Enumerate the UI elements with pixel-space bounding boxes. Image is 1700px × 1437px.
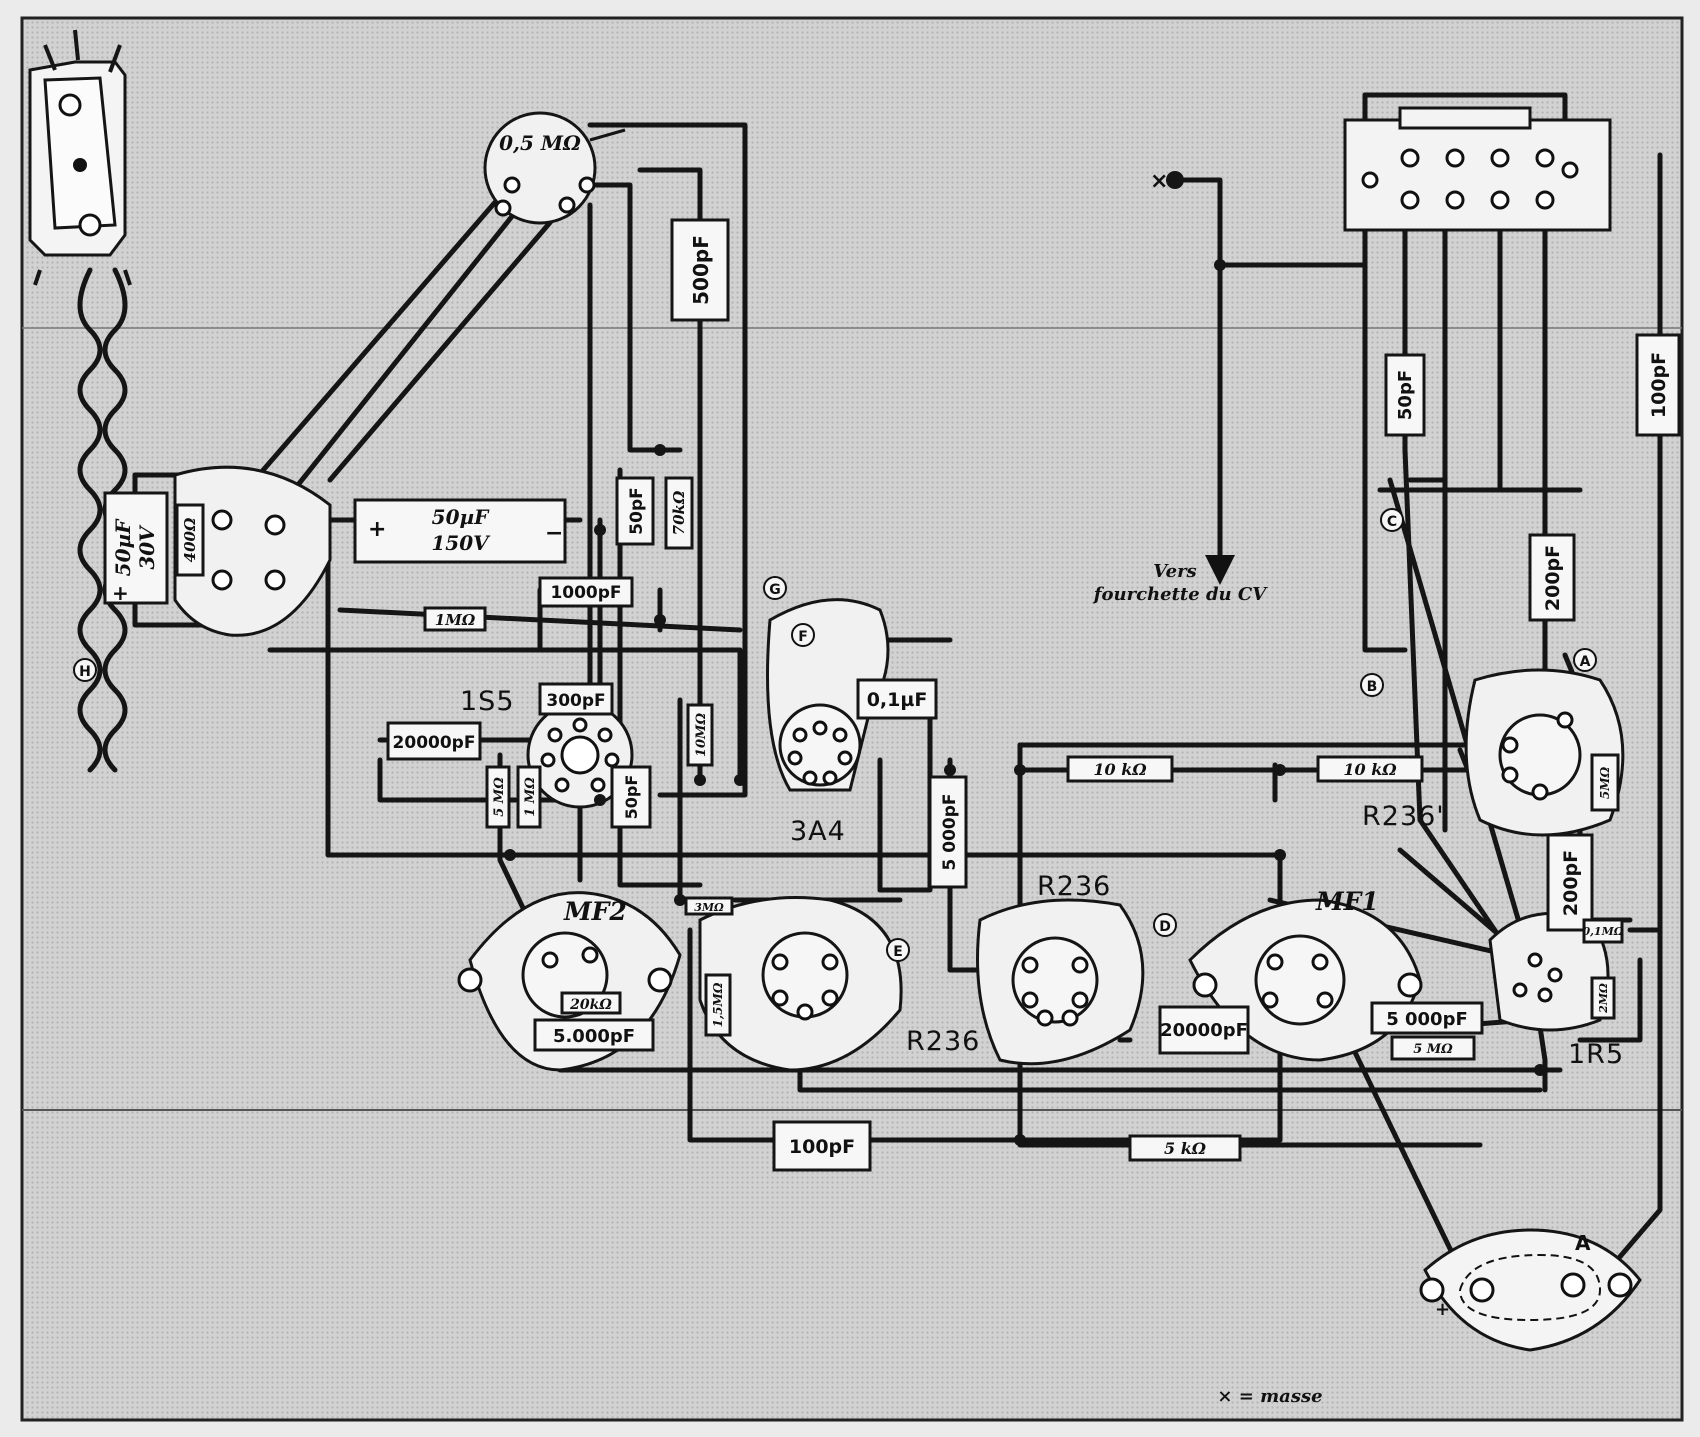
label-2m: 2MΩ bbox=[1597, 983, 1610, 1014]
tube-3a4: 3A4 bbox=[790, 816, 846, 847]
tube-socket-1s5 bbox=[526, 701, 634, 809]
point-d: D bbox=[1159, 919, 1171, 935]
tube-socket-1r5 bbox=[1488, 911, 1610, 1032]
label-20k: 20kΩ bbox=[569, 997, 612, 1013]
label-50pf-b: 50pF bbox=[622, 775, 641, 820]
transformer-r236-c: R236' bbox=[1362, 801, 1445, 832]
antenna-coil-socket: A + bbox=[1419, 1228, 1642, 1352]
component-boxes bbox=[103, 218, 1681, 1172]
label-30v: 30V bbox=[135, 524, 159, 570]
label-150v: 150V bbox=[431, 531, 491, 555]
transformer-mf1: MF1 bbox=[1315, 887, 1379, 916]
pot-label: 0,5 MΩ bbox=[499, 131, 581, 155]
transformer-mf2: MF2 bbox=[563, 897, 627, 926]
oscillator-coil-block bbox=[1343, 106, 1612, 232]
output-plug bbox=[28, 29, 132, 286]
component-labels: 500pF 50µF 150V + − 50µF 30V + 400Ω 50pF… bbox=[111, 235, 1670, 1158]
point-c: C bbox=[1387, 514, 1397, 530]
label-15m: 1,5MΩ bbox=[711, 982, 725, 1027]
label-200pf-a: 200pF bbox=[1542, 545, 1564, 611]
point-g: G bbox=[769, 582, 781, 598]
note-vers: Vers bbox=[1153, 561, 1196, 582]
label-50pf-c: 50pF bbox=[1395, 370, 1416, 420]
label-1m-b: 1 MΩ bbox=[523, 777, 538, 817]
coil-plus: + bbox=[1435, 1299, 1450, 1320]
point-b: B bbox=[1367, 679, 1378, 695]
coil-letter: A bbox=[1575, 1231, 1591, 1255]
note-fourchette: fourchette du CV bbox=[1092, 584, 1268, 605]
label-50uf30: 50µF bbox=[111, 518, 135, 576]
label-5000pf-a: 5 000pF bbox=[940, 793, 960, 870]
label-70k: 70kΩ bbox=[670, 490, 688, 535]
point-h: H bbox=[79, 664, 91, 680]
point-markers: A B C D E F G H bbox=[73, 508, 1597, 962]
label-10k-a: 10 kΩ bbox=[1093, 760, 1147, 779]
label-100pf-a: 100pF bbox=[789, 1136, 855, 1158]
tube-labels: 1S5 3A4 1R5 R236 R236 R236' MF1 MF2 bbox=[460, 686, 1624, 1070]
label-500pf: 500pF bbox=[689, 235, 713, 305]
label-50uf-minus: − bbox=[545, 521, 563, 546]
label-50uf30-plus: + bbox=[112, 581, 129, 605]
label-5m-b: 5 MΩ bbox=[1413, 1042, 1453, 1057]
volume-potentiometer: 0,5 MΩ bbox=[483, 111, 626, 225]
label-400: 400Ω bbox=[181, 517, 199, 562]
notes: Vers fourchette du CV × = masse bbox=[1092, 561, 1323, 1407]
legend-masse: × = masse bbox=[1217, 1386, 1322, 1407]
ground-point: × bbox=[1150, 169, 1184, 194]
transformer-r236-b: R236 bbox=[906, 1026, 980, 1057]
label-10k-b: 10 kΩ bbox=[1343, 760, 1397, 779]
label-5m-c: 5MΩ bbox=[1598, 767, 1612, 800]
tube-1r5: 1R5 bbox=[1568, 1039, 1624, 1070]
transformer-r236-a: R236 bbox=[1037, 871, 1111, 902]
label-01m: 0,1MΩ bbox=[1582, 925, 1623, 938]
tube-socket-3a4 bbox=[766, 598, 890, 792]
if-transformer-r236-a bbox=[976, 898, 1145, 1066]
label-300pf: 300pF bbox=[546, 691, 605, 711]
power-socket bbox=[173, 465, 332, 637]
tube-1s5: 1S5 bbox=[460, 686, 515, 717]
label-50uf-plus: + bbox=[368, 517, 386, 542]
label-01uf: 0,1µF bbox=[867, 689, 928, 711]
label-50uf: 50µF bbox=[432, 505, 490, 529]
label-10m: 10MΩ bbox=[694, 713, 709, 757]
label-20000pf-a: 20000pF bbox=[393, 733, 476, 753]
label-20000pf-b: 20000pF bbox=[1160, 1020, 1248, 1041]
point-a: A bbox=[1580, 654, 1591, 670]
junction-dots bbox=[504, 259, 1546, 1146]
label-5000pf-c: 5 000pF bbox=[1386, 1009, 1468, 1030]
label-1m: 1MΩ bbox=[435, 611, 476, 629]
if-transformer-r236-c bbox=[1464, 668, 1625, 837]
ground-mark: × bbox=[1150, 169, 1168, 194]
label-50pf-a: 50pF bbox=[627, 487, 647, 534]
label-100pf-b: 100pF bbox=[1648, 352, 1670, 418]
point-e: E bbox=[893, 944, 903, 960]
label-5m-a: 5 MΩ bbox=[492, 777, 507, 817]
label-3m: 3MΩ bbox=[694, 901, 724, 914]
point-f: F bbox=[798, 629, 808, 645]
if-transformer-r236-b bbox=[698, 896, 903, 1072]
label-200pf-b: 200pF bbox=[1560, 850, 1582, 916]
label-5k: 5 kΩ bbox=[1164, 1139, 1207, 1158]
label-5000pf-b: 5.000pF bbox=[553, 1026, 635, 1047]
label-1000pf: 1000pF bbox=[550, 583, 621, 603]
